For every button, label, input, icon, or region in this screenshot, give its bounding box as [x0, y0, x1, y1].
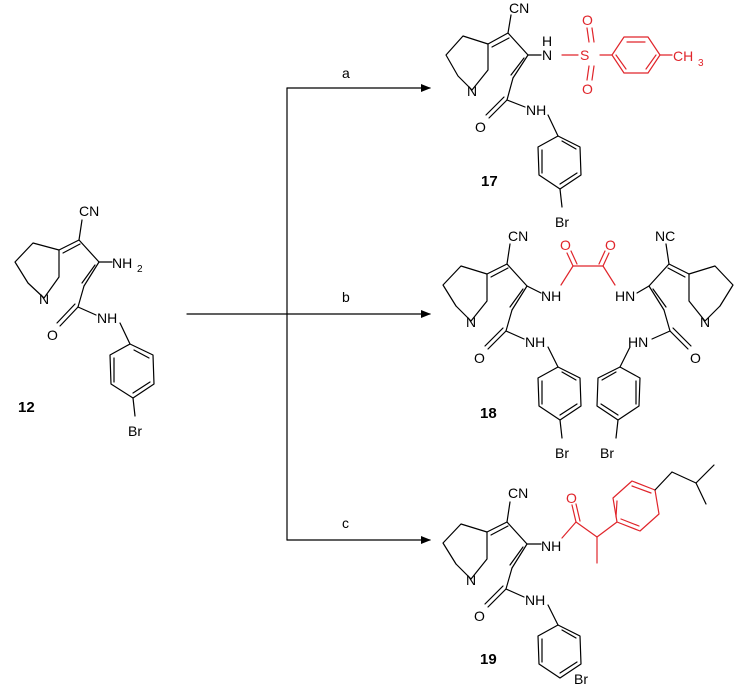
c18-oxalyl-o1: O: [560, 237, 571, 253]
c17-label: 17: [481, 173, 498, 190]
c18-amide-nh-right: HN: [628, 334, 648, 350]
c18-nh-left: NH: [541, 288, 561, 304]
c18-nh-right: HN: [615, 288, 635, 304]
c18-oxalyl-o2: O: [605, 237, 616, 253]
c19-amide-nh: NH: [525, 592, 545, 608]
c17-o1: O: [582, 12, 593, 28]
c17-h: H: [542, 33, 552, 49]
c12-label: 12: [18, 399, 35, 416]
c12-nh2-sub: 2: [137, 264, 143, 275]
c12-o: O: [47, 327, 58, 343]
c17-ch3-sub: 3: [698, 58, 704, 69]
compound-18: CN NC NH HN O O N N NH HN O O Br Br 18: [442, 228, 734, 461]
c18-o-right: O: [690, 350, 701, 366]
c12-nh2: NH: [112, 255, 132, 271]
c12-amide-nh: NH: [97, 310, 117, 326]
c18-br-right: Br: [600, 445, 614, 461]
c19-nh: NH: [541, 538, 561, 554]
c19-acyl-o: O: [566, 490, 577, 506]
c19-br: Br: [574, 671, 588, 685]
c17-amide-nh: NH: [526, 102, 546, 118]
c18-label: 18: [480, 405, 497, 422]
c17-o2: O: [582, 81, 593, 97]
c19-label: 19: [480, 651, 497, 668]
c17-n: N: [542, 47, 552, 63]
c19-ring-n: N: [466, 572, 476, 588]
c17-br: Br: [555, 214, 569, 230]
reaction-arrows: a b c: [186, 65, 431, 544]
c19-o: O: [474, 608, 485, 624]
c18-ring-n-left: N: [466, 314, 476, 330]
c18-amide-nh-left: NH: [525, 334, 545, 350]
c17-s: S: [580, 47, 589, 63]
compound-12: CN NH 2 N NH O Br 12: [14, 203, 155, 439]
c18-br-left: Br: [555, 445, 569, 461]
c18-cn-right: NC: [655, 228, 675, 244]
condition-b: b: [342, 289, 350, 305]
c17-cn: CN: [509, 0, 529, 16]
c18-ring-n-right: N: [700, 314, 710, 330]
condition-c: c: [342, 515, 349, 531]
c12-br: Br: [128, 423, 142, 439]
c18-o-left: O: [474, 350, 485, 366]
compound-17: CN N H S O O CH 3 N NH O Br 17: [445, 0, 704, 230]
c12-cn: CN: [79, 203, 99, 219]
c12-n: N: [39, 291, 49, 307]
c17-ch3: CH: [673, 48, 693, 64]
c17-o: O: [475, 119, 486, 135]
c18-cn-left: CN: [508, 228, 528, 244]
compound-19: CN NH O N NH O Br 19: [442, 464, 715, 685]
condition-a: a: [342, 65, 350, 81]
c17-ring-n: N: [467, 83, 477, 99]
c19-cn: CN: [508, 485, 528, 501]
